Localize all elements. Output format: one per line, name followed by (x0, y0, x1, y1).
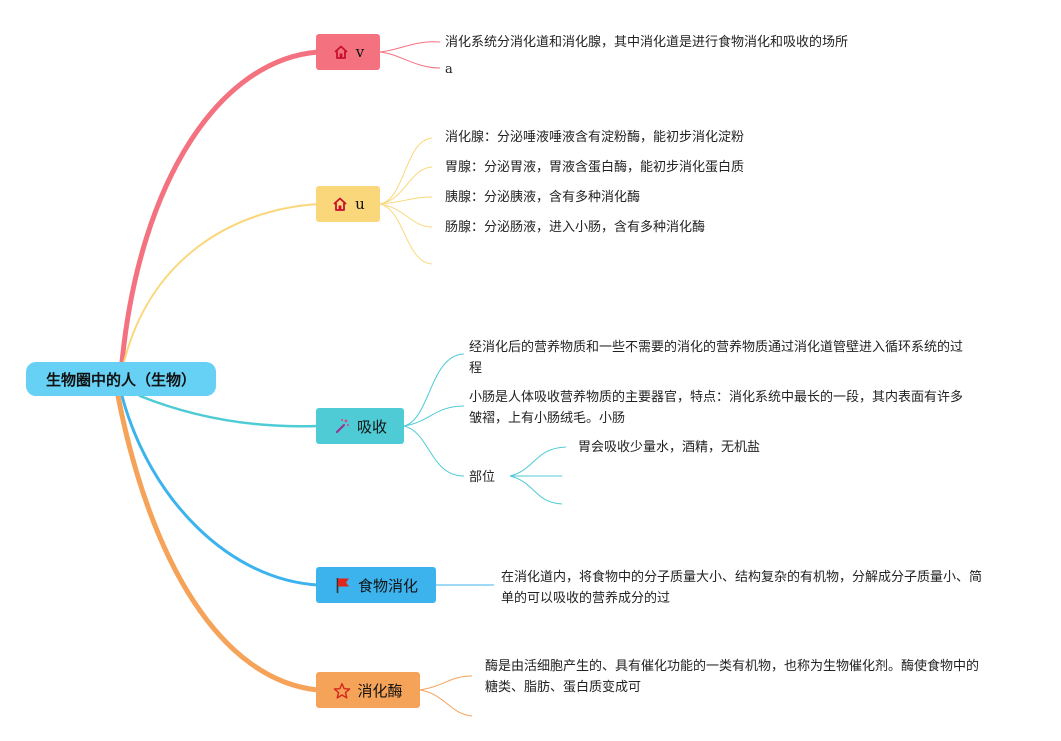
branch-v[interactable]: v (316, 34, 380, 70)
branch-u-leaf-3: 胰腺：分泌胰液，含有多种消化酶 (445, 190, 641, 205)
branch-shiwu-xiaohua-label: 食物消化 (357, 576, 418, 595)
branch-xishou-leaf-3: 部位 (469, 470, 496, 485)
branch-xishou-leaf-1: 经消化后的营养物质和一些不需要的消化的营养物质通过消化道管壁进入循环系统的过程 (469, 340, 964, 376)
home-icon (332, 43, 350, 61)
branch-xishou[interactable]: 吸收 (316, 408, 404, 444)
branch-xishou-label: 吸收 (356, 417, 387, 436)
star-icon (333, 681, 351, 699)
connector-root-v (119, 49, 321, 365)
connector-root-xishou (138, 394, 320, 428)
branch-xishou-leaf-2: 小肠是人体吸收营养物质的主要器官，特点：消化系统中最长的一段，其内表面有许多皱褶… (469, 390, 964, 426)
branch-u-leaf-2: 胃腺：分泌胃液，胃液含蛋白酶，能初步消化蛋白质 (445, 160, 745, 175)
root-topic[interactable]: 生物圈中的人（生物） (26, 362, 216, 396)
branch-v-leaf-1: 消化系统分消化道和消化腺，其中消化道是进行食物消化和吸收的场所 (445, 35, 849, 50)
connector-root-u (123, 203, 319, 363)
root-topic-label: 生物圈中的人（生物） (45, 370, 196, 389)
branch-shiwu-xiaohua[interactable]: 食物消化 (316, 567, 436, 603)
branch-v-leaf-2: a (445, 62, 453, 77)
branch-v-label: v (355, 43, 365, 61)
branch-xiaohuamei[interactable]: 消化酶 (316, 672, 420, 708)
branch-xiaohuamei-label: 消化酶 (357, 681, 403, 700)
branch-u-leaf-1: 消化腺：分泌唾液唾液含有淀粉酶，能初步消化淀粉 (445, 130, 745, 145)
branch-xiaohuamei-leaf-1: 酶是由活细胞产生的、具有催化功能的一类有机物，也称为生物催化剂。酶使食物中的糖类… (485, 659, 980, 695)
branch-u-leaf-4: 肠腺：分泌肠液，进入小肠，含有多种消化酶 (445, 220, 706, 235)
branch-shiwu-xiaohua-leaf-1: 在消化道内，将食物中的分子质量大小、结构复杂的有机物，分解成分子质量小、简单的可… (501, 570, 983, 606)
home-icon (331, 195, 349, 213)
branch-xishou-sub-leaf-1: 胃会吸收少量水，酒精，无机盐 (578, 440, 761, 455)
flag-icon (334, 576, 352, 594)
magic-wand-icon (333, 417, 351, 435)
branch-u[interactable]: u (316, 186, 380, 222)
connector-root-mei (115, 393, 321, 693)
connector-root-shiwu (120, 394, 320, 587)
branch-u-label: u (355, 195, 365, 213)
